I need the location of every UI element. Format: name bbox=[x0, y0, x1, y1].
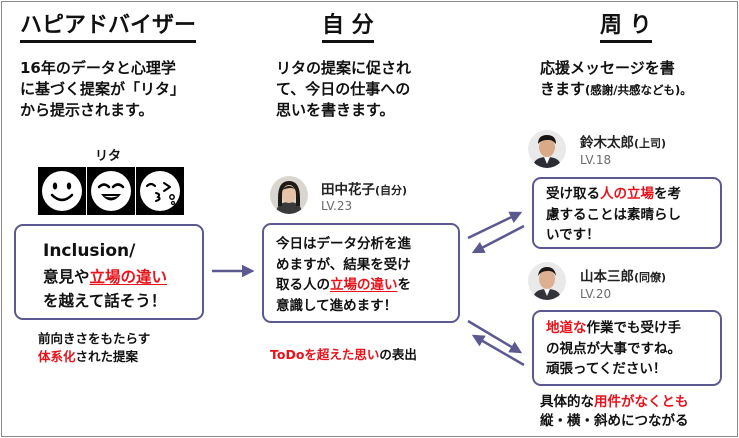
reply2-user-level: LV.20 bbox=[580, 287, 612, 301]
reply1-user-name: 鈴木太郎(上司) bbox=[580, 135, 667, 151]
self-description: リタの提案に促され て、今日の仕事への 思いを書きます。 bbox=[276, 59, 412, 119]
self-user-name: 田中花子(自分) bbox=[321, 182, 408, 198]
inclusion-box: Inclusion/ 意見や立場の違い を越えて話そう！ bbox=[14, 224, 204, 320]
reply1-user-level: LV.18 bbox=[580, 153, 612, 167]
reply1-box: 受け取る人の立場を考 慮することは素晴らし いです！ bbox=[532, 177, 722, 249]
column-title-others: 周 り bbox=[600, 7, 652, 43]
others-description: 応援メッセージを書 きます(感謝/共感なども)。 bbox=[540, 59, 692, 98]
column-title-advisor: ハピアドバイザー bbox=[20, 7, 197, 43]
rita-label: リタ bbox=[95, 149, 122, 164]
reply2-box: 地道な作業でも受け手 の視点が大事ですね。 頑張ってください！ bbox=[532, 310, 722, 386]
arrow-reply1-to-self bbox=[471, 224, 525, 254]
reply2-avatar bbox=[528, 262, 566, 300]
smile-face-icon bbox=[38, 167, 86, 215]
kiss-face-icon bbox=[136, 167, 184, 215]
self-caption: ToDoを超えた思いの表出 bbox=[270, 347, 417, 362]
reply1-avatar bbox=[528, 130, 566, 168]
advisor-caption: 前向きさをもたらす 体系化された提案 bbox=[38, 331, 151, 364]
arrow-self-to-reply2 bbox=[467, 319, 523, 354]
others-caption: 具体的な用件がなくとも 縦・横・斜めにつながる bbox=[540, 394, 689, 429]
self-avatar bbox=[270, 176, 308, 214]
rita-faces bbox=[38, 167, 186, 215]
arrow-self-to-reply1 bbox=[467, 211, 523, 240]
self-user-level: LV.23 bbox=[321, 199, 353, 213]
grin-face-icon bbox=[87, 167, 135, 215]
column-title-self: 自 分 bbox=[322, 7, 374, 43]
reply2-user-name: 山本三郎(同僚) bbox=[580, 269, 667, 285]
arrow-reply2-to-self bbox=[471, 334, 525, 367]
self-post-box: 今日はデータ分析を進 めますが、結果を受け 取る人の立場の違いを 意識して進めま… bbox=[262, 223, 460, 323]
advisor-description: 16年のデータと心理学 に基づく提案が「リタ」 から提示されます。 bbox=[20, 59, 186, 119]
